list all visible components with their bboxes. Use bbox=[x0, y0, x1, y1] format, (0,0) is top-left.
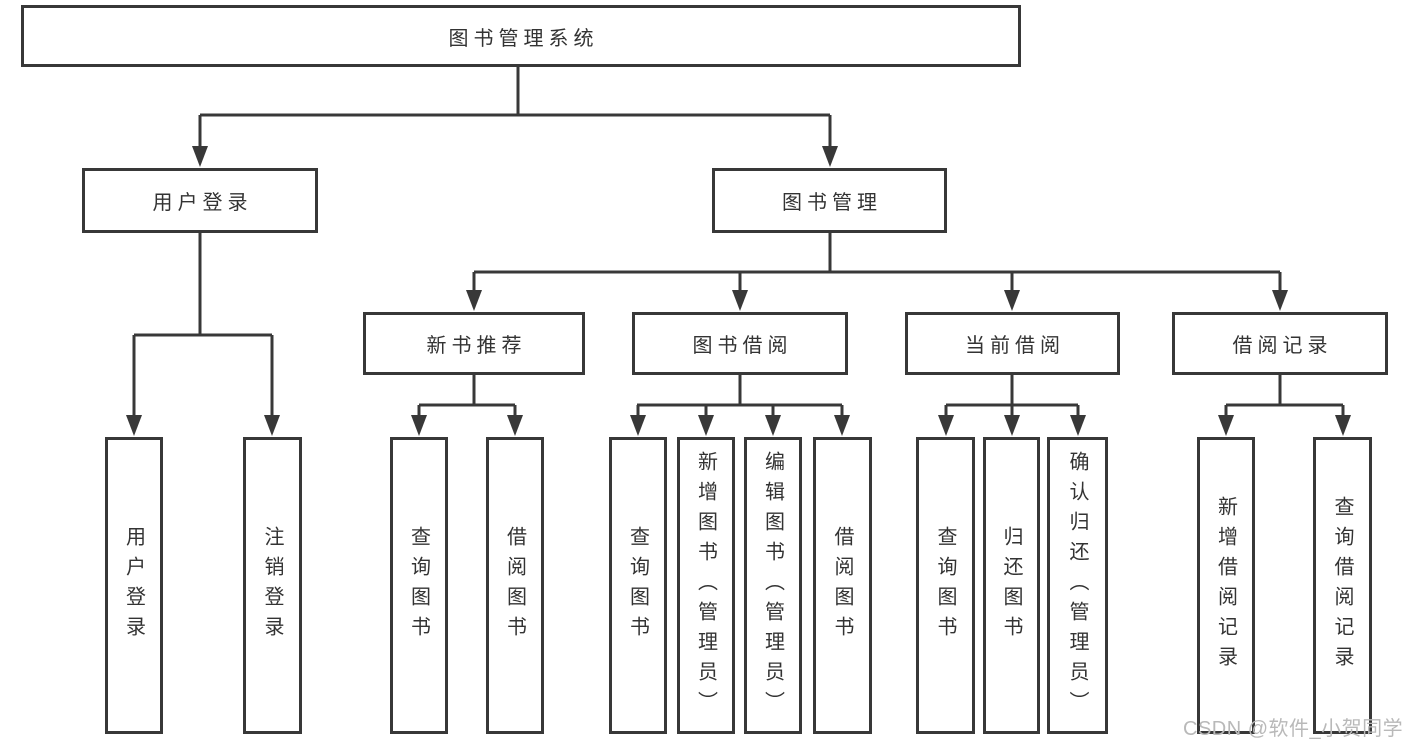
leaf-return-books: 归还图书 bbox=[983, 437, 1040, 734]
node-root: 图书管理系统 bbox=[21, 5, 1021, 67]
arrowhead-icon bbox=[1070, 415, 1086, 436]
arrowhead-icon bbox=[126, 415, 142, 436]
arrowhead-icon bbox=[507, 415, 523, 436]
leaf-edit-books-admin: 编辑图书（管理员） bbox=[744, 437, 802, 734]
leaf-logout-login: 注销登录 bbox=[243, 437, 302, 734]
arrowhead-icon bbox=[822, 146, 838, 167]
arrowhead-icon bbox=[411, 415, 427, 436]
arrowhead-icon bbox=[765, 415, 781, 436]
arrowhead-icon bbox=[834, 415, 850, 436]
csdn-watermark: CSDN @软件_小贺同学 bbox=[1183, 718, 1404, 740]
arrowhead-icon bbox=[192, 146, 208, 167]
node-user-login: 用户登录 bbox=[82, 168, 318, 233]
arrowhead-icon bbox=[264, 415, 280, 436]
arrowhead-icon bbox=[1272, 290, 1288, 311]
leaf-query-books-recommend: 查询图书 bbox=[390, 437, 448, 734]
node-current-borrowing: 当前借阅 bbox=[905, 312, 1120, 375]
arrowhead-icon bbox=[1218, 415, 1234, 436]
node-book-management: 图书管理 bbox=[712, 168, 947, 233]
leaf-borrow-books-borrowing: 借阅图书 bbox=[813, 437, 872, 734]
node-borrowing-records: 借阅记录 bbox=[1172, 312, 1388, 375]
arrow-stems bbox=[132, 115, 1345, 420]
arrowhead-icon bbox=[1004, 290, 1020, 311]
arrowhead-icon bbox=[938, 415, 954, 436]
leaf-query-borrow-record: 查询借阅记录 bbox=[1313, 437, 1372, 734]
arrowhead-icon bbox=[1004, 415, 1020, 436]
leaf-confirm-return-admin: 确认归还（管理员） bbox=[1047, 437, 1108, 734]
arrowhead-icon bbox=[1335, 415, 1351, 436]
arrowhead-icon bbox=[630, 415, 646, 436]
node-book-borrowing: 图书借阅 bbox=[632, 312, 848, 375]
arrowhead-icon bbox=[698, 415, 714, 436]
leaf-query-books-borrowing: 查询图书 bbox=[609, 437, 667, 734]
node-new-book-recommend: 新书推荐 bbox=[363, 312, 585, 375]
arrowhead-icon bbox=[466, 290, 482, 311]
leaf-query-books-current: 查询图书 bbox=[916, 437, 975, 734]
arrowhead-icon bbox=[732, 290, 748, 311]
branch-lines bbox=[134, 67, 1343, 407]
leaf-borrow-books-recommend: 借阅图书 bbox=[486, 437, 544, 734]
leaf-add-borrow-record: 新增借阅记录 bbox=[1197, 437, 1255, 734]
leaf-user-login: 用户登录 bbox=[105, 437, 163, 734]
leaf-add-books-admin: 新增图书（管理员） bbox=[677, 437, 735, 734]
